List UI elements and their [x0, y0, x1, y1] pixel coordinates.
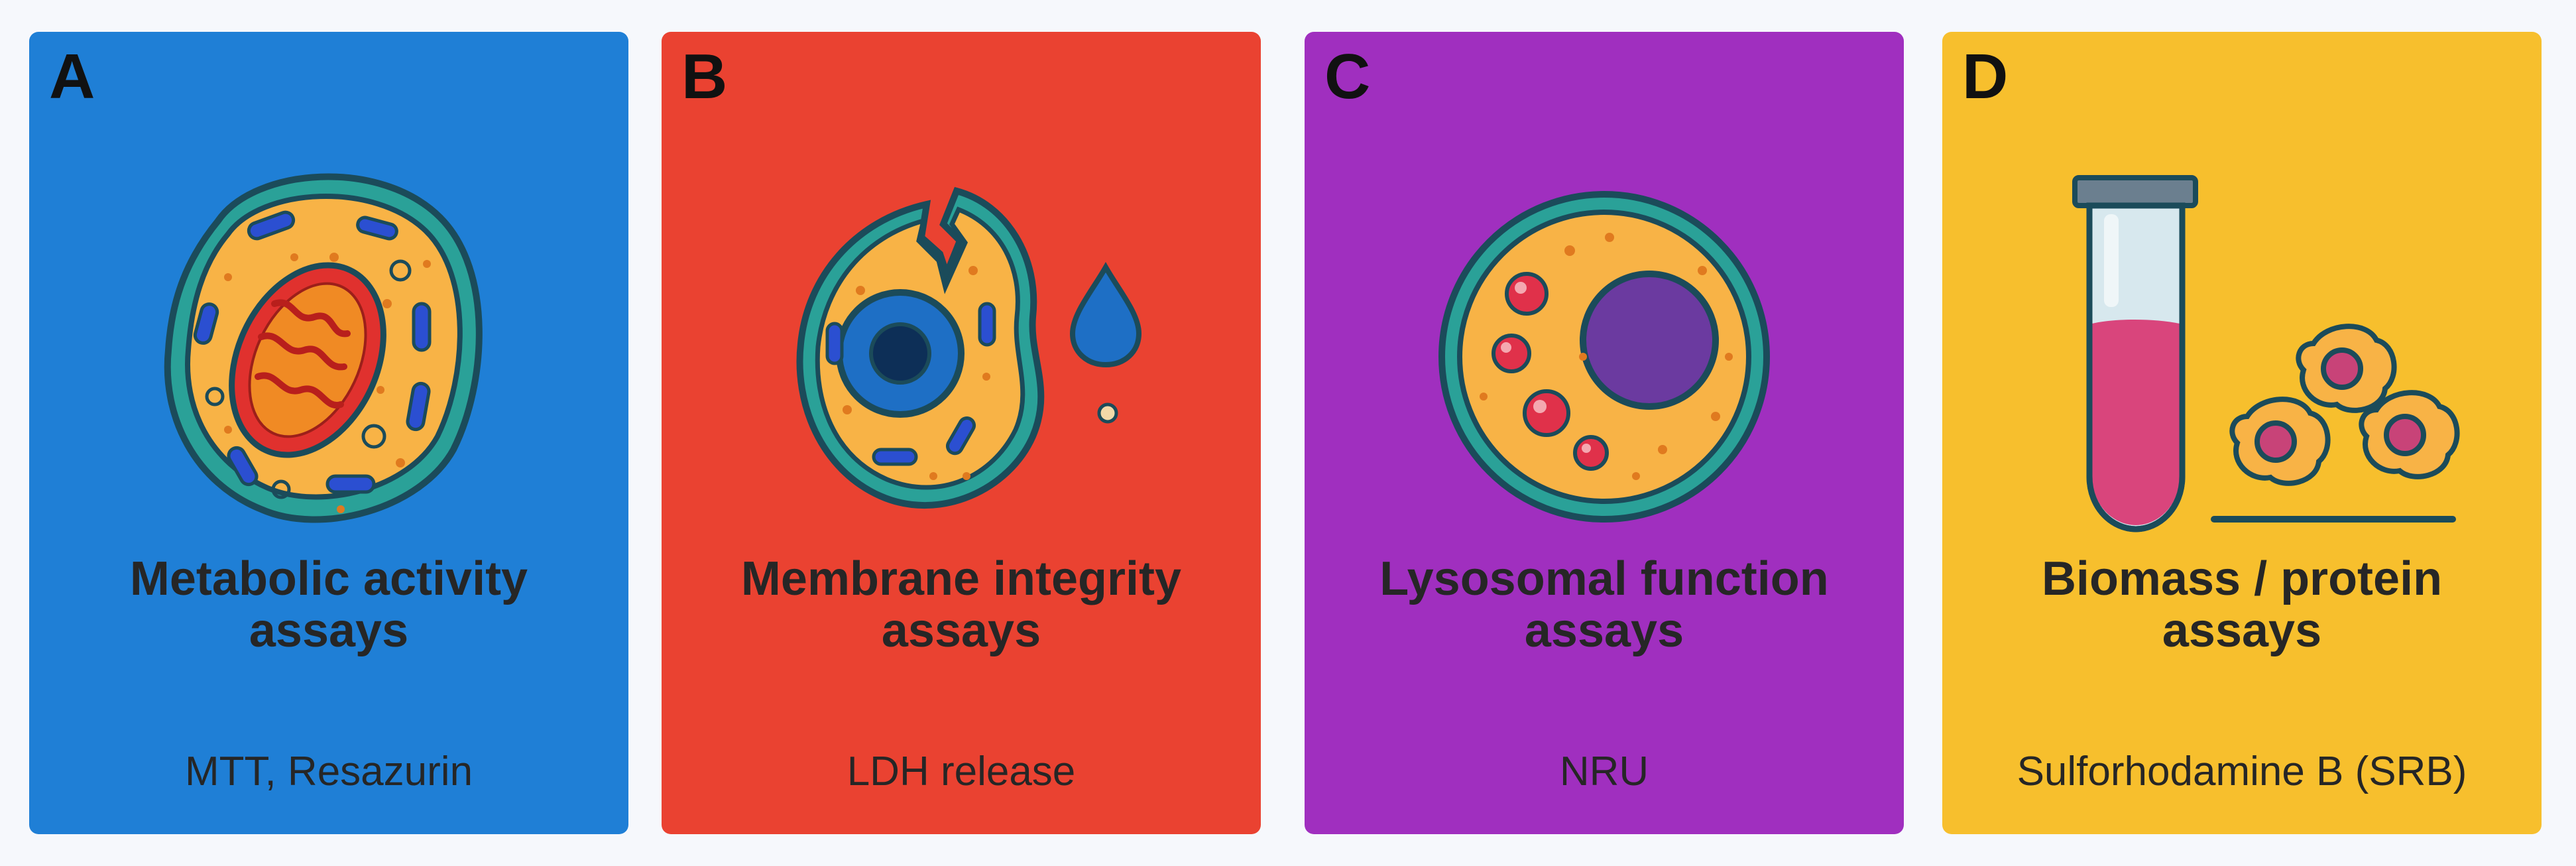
panel-title: Metabolic activity assays: [129, 552, 528, 657]
panel-lysosomal-function: C Lysosomal function assays: [1305, 32, 1904, 834]
panel-subtitle: LDH release: [847, 749, 1076, 794]
panel-subtitle: MTT, Resazurin: [184, 749, 473, 794]
panel-title: Membrane integrity assays: [740, 552, 1182, 657]
panel-metabolic-activity: A: [29, 32, 628, 834]
panel-letter: C: [1324, 41, 1371, 112]
panel-letter: A: [49, 41, 95, 112]
panel-letter: B: [681, 41, 728, 112]
panel-title: Biomass / protein assays: [2041, 552, 2443, 657]
panel-subtitle: Sulforhodamine B (SRB): [2017, 749, 2467, 794]
panel-letter: D: [1962, 41, 2009, 112]
panel-subtitle: NRU: [1559, 749, 1649, 794]
panel-biomass-protein: D Biomass / protein assays Sulforhodamin…: [1942, 32, 2542, 834]
cell-with-mitochondrion-icon: [164, 173, 483, 523]
ruptured-cell-membrane-icon: [796, 187, 1142, 509]
cell-with-lysosomes-icon: [1438, 191, 1770, 523]
panel-title: Lysosomal function assays: [1379, 552, 1829, 657]
panel-membrane-integrity: B Membrane integrity assays LDH release: [662, 32, 1261, 834]
test-tube-and-cells-icon: [2072, 175, 2460, 532]
